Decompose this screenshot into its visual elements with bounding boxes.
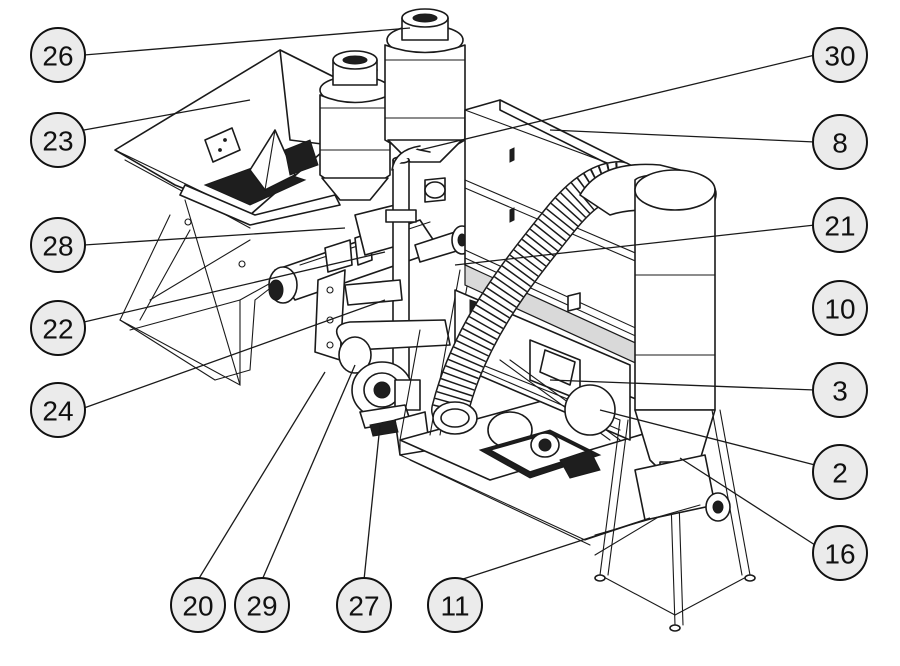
- callout-22: 22: [30, 300, 86, 356]
- callout-number: 28: [42, 231, 73, 262]
- callout-number: 21: [824, 211, 855, 242]
- callout-circle: [30, 217, 86, 273]
- callout-circle: [812, 280, 868, 336]
- callout-24: 24: [30, 382, 86, 438]
- hopper: [114, 49, 341, 229]
- callout-circle: [234, 577, 290, 633]
- cyclone-separator: [579, 163, 756, 632]
- cyclone-right: [384, 8, 466, 163]
- motor-base: [478, 429, 602, 479]
- callout-circle: [30, 27, 86, 83]
- fan-assembly: [314, 269, 451, 456]
- callout-circle: [812, 444, 868, 500]
- callout-28: 28: [30, 217, 86, 273]
- callout-group: 26 23 28 22 24 20 29 27 11 30 8 21 10 3 2 16: [30, 27, 868, 633]
- callout-8: 8: [812, 114, 868, 170]
- callout-30: 30: [812, 27, 868, 83]
- callout-16: 16: [812, 525, 868, 581]
- callout-circle: [170, 577, 226, 633]
- callout-number: 8: [832, 128, 848, 159]
- callout-20: 20: [170, 577, 226, 633]
- callout-23: 23: [30, 112, 86, 168]
- callout-3: 3: [812, 362, 868, 418]
- callout-number: 11: [440, 591, 469, 622]
- callout-29: 29: [234, 577, 290, 633]
- callout-circle: [30, 382, 86, 438]
- callout-circle: [812, 525, 868, 581]
- callout-number: 24: [42, 396, 73, 427]
- callout-circle: [812, 114, 868, 170]
- callout-circle: [812, 27, 868, 83]
- callout-number: 16: [824, 539, 855, 570]
- leader-lines: [83, 27, 816, 581]
- callout-circle: [812, 197, 868, 253]
- callout-27: 27: [336, 577, 392, 633]
- callout-number: 10: [824, 294, 855, 325]
- callout-number: 23: [42, 126, 73, 157]
- callout-10: 10: [812, 280, 868, 336]
- callout-circle: [427, 577, 483, 633]
- callout-circle: [336, 577, 392, 633]
- callout-circle: [812, 362, 868, 418]
- callout-number: 30: [824, 41, 855, 72]
- callout-26: 26: [30, 27, 86, 83]
- callout-number: 22: [42, 314, 73, 345]
- callout-11: 11: [427, 577, 483, 633]
- callout-circle: [30, 300, 86, 356]
- callout-number: 3: [832, 376, 848, 407]
- callout-number: 20: [182, 591, 213, 622]
- callout-21: 21: [812, 197, 868, 253]
- callout-number: 27: [348, 591, 379, 622]
- callout-circle: [30, 112, 86, 168]
- callout-number: 29: [246, 591, 277, 622]
- callout-2: 2: [812, 444, 868, 500]
- callout-number: 2: [832, 458, 848, 489]
- callout-number: 26: [42, 41, 73, 72]
